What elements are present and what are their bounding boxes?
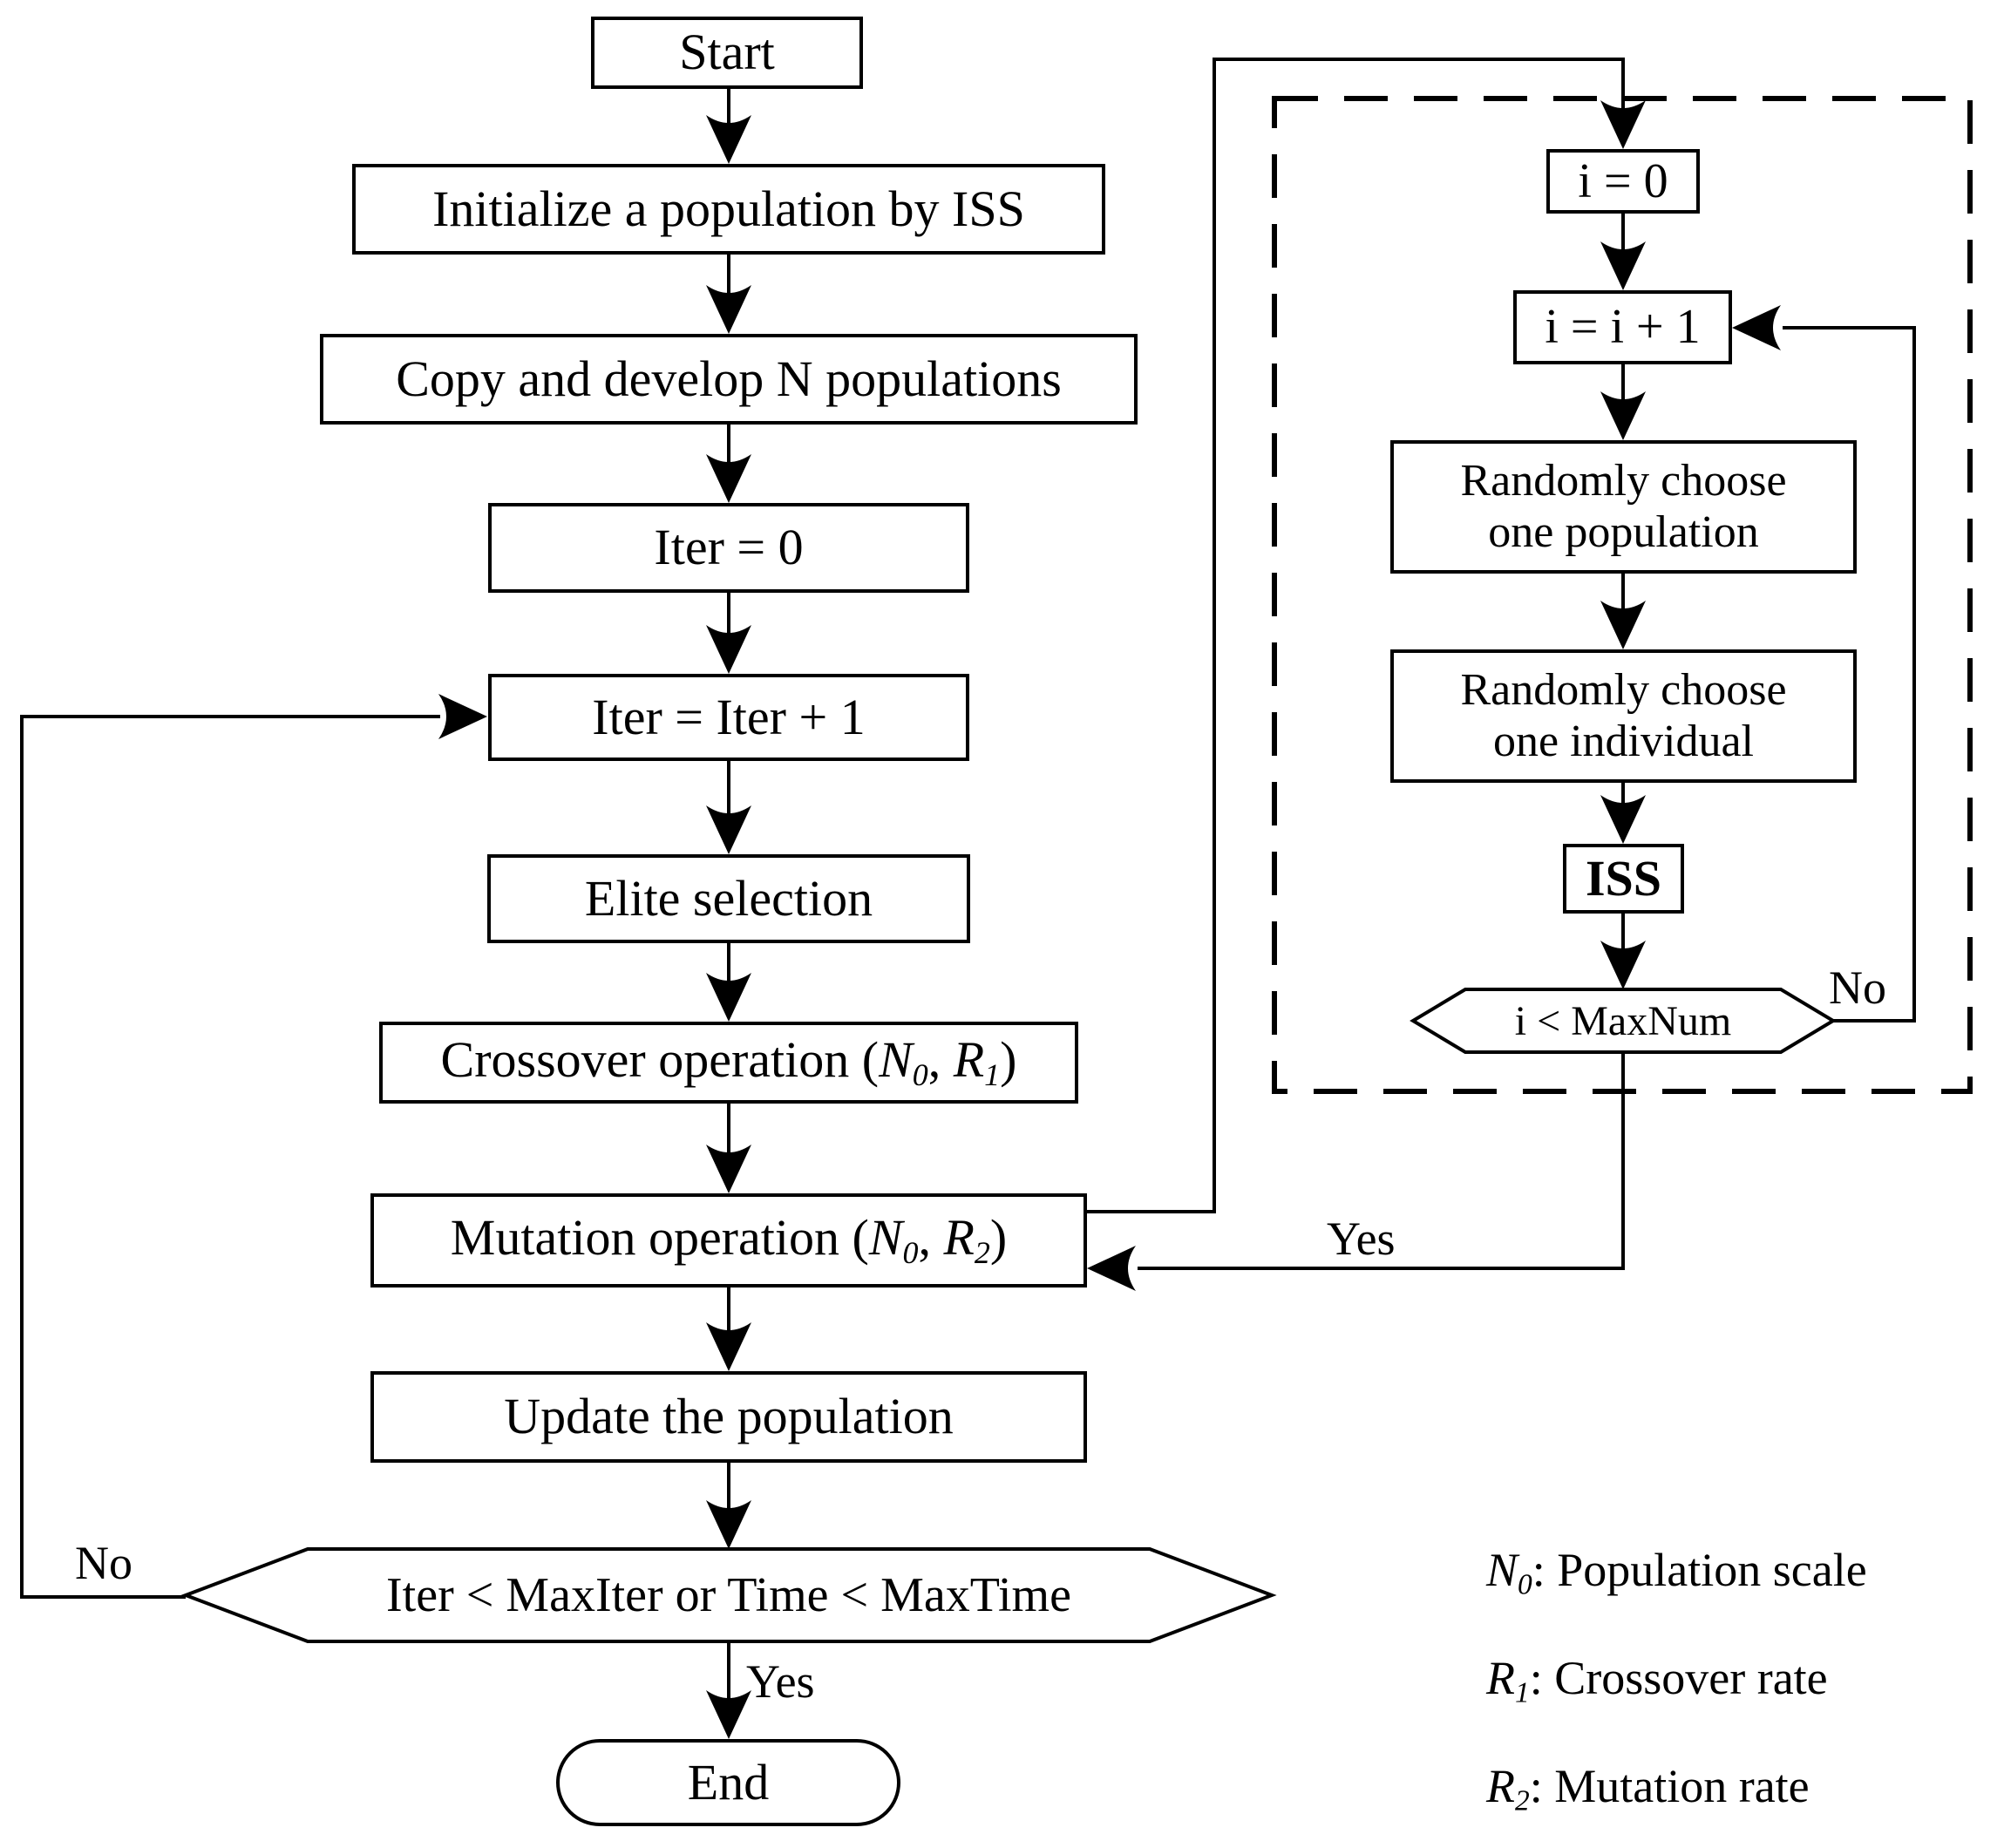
branch-label-yes-main: Yes (746, 1655, 815, 1708)
branch-label-yes-sub: Yes (1327, 1213, 1396, 1265)
connector-sub-yes-return (1138, 1052, 1625, 1270)
flow-node-i-increment[interactable]: i = i + 1 (1513, 290, 1732, 364)
connector-no-loop (20, 715, 440, 1599)
flow-node-i-init[interactable]: i = 0 (1546, 149, 1700, 214)
arrowhead-icon (1600, 100, 1646, 149)
arrowhead-icon (706, 115, 751, 164)
flow-node-copy-populations-label: Copy and develop N populations (396, 350, 1062, 407)
flow-node-initialize[interactable]: Initialize a population by ISS (352, 164, 1105, 255)
branch-label-no-sub: No (1829, 961, 1886, 1014)
flow-node-elite-selection-label: Elite selection (584, 869, 873, 927)
flow-node-main-decision[interactable]: Iter < MaxIter or Time < MaxTime (227, 1549, 1231, 1641)
flow-node-mutation[interactable]: Mutation operation (N0, R2) (370, 1193, 1087, 1287)
legend-item-population-scale: N0: Population scale (1486, 1544, 1867, 1601)
connector-sub-no-loop (1783, 326, 1916, 1023)
flow-node-main-decision-label: Iter < MaxIter or Time < MaxTime (386, 1568, 1071, 1622)
flow-node-update-population[interactable]: Update the population (370, 1371, 1087, 1463)
flow-node-crossover[interactable]: Crossover operation (N0, R1) (379, 1022, 1078, 1104)
decision-hexagon-sub (1410, 988, 1837, 1054)
arrowhead-icon (706, 1690, 751, 1739)
arrowhead-icon (706, 285, 751, 334)
flow-node-start-label: Start (679, 24, 775, 81)
legend-item-mutation-rate: R2: Mutation rate (1486, 1760, 1810, 1817)
arrowhead-icon (706, 1145, 751, 1193)
flow-node-elite-selection[interactable]: Elite selection (487, 854, 970, 943)
arrowhead-icon (1600, 795, 1646, 844)
arrowhead-icon (438, 694, 487, 739)
flow-node-end-label: End (687, 1753, 770, 1811)
arrowhead-icon (706, 625, 751, 674)
arrowhead-icon (1732, 305, 1781, 350)
branch-label-no-main: No (75, 1537, 132, 1589)
arrowhead-icon (1600, 241, 1646, 290)
flow-node-sub-decision-label: i < MaxNum (1514, 997, 1732, 1044)
flow-node-end[interactable]: End (556, 1739, 900, 1826)
flow-node-crossover-label: Crossover operation (N0, R1) (440, 1031, 1017, 1093)
connector-mutation-to-sub (1087, 58, 1625, 1213)
arrowhead-icon (706, 1322, 751, 1371)
flow-node-i-init-label: i = 0 (1578, 153, 1668, 208)
arrowhead-icon (1087, 1246, 1136, 1291)
arrowhead-icon (706, 973, 751, 1022)
flow-node-iss[interactable]: ISS (1563, 844, 1684, 914)
flow-node-iter-init[interactable]: Iter = 0 (488, 503, 969, 593)
flow-node-mutation-label: Mutation operation (N0, R2) (450, 1209, 1008, 1271)
flow-node-copy-populations[interactable]: Copy and develop N populations (320, 334, 1138, 425)
decision-hexagon-main (180, 1547, 1277, 1643)
arrowhead-icon (706, 1500, 751, 1549)
flow-node-iss-label: ISS (1585, 849, 1662, 907)
arrowhead-icon (706, 805, 751, 854)
flow-node-start[interactable]: Start (591, 17, 863, 89)
flow-node-iter-increment[interactable]: Iter = Iter + 1 (488, 674, 969, 761)
arrowhead-icon (706, 454, 751, 503)
flow-node-update-population-label: Update the population (504, 1388, 954, 1445)
flow-node-iter-init-label: Iter = 0 (654, 519, 804, 576)
legend-item-crossover-rate: R1: Crossover rate (1486, 1652, 1828, 1709)
arrowhead-icon (1600, 391, 1646, 440)
flow-node-iter-increment-label: Iter = Iter + 1 (592, 688, 866, 745)
subroutine-dashed-frame (1272, 96, 1973, 1094)
arrowhead-icon (1600, 601, 1646, 649)
flow-node-initialize-label: Initialize a population by ISS (432, 180, 1025, 237)
arrowhead-icon (1600, 941, 1646, 989)
flow-node-i-increment-label: i = i + 1 (1545, 300, 1701, 355)
flow-node-sub-decision[interactable]: i < MaxNum (1413, 989, 1833, 1052)
